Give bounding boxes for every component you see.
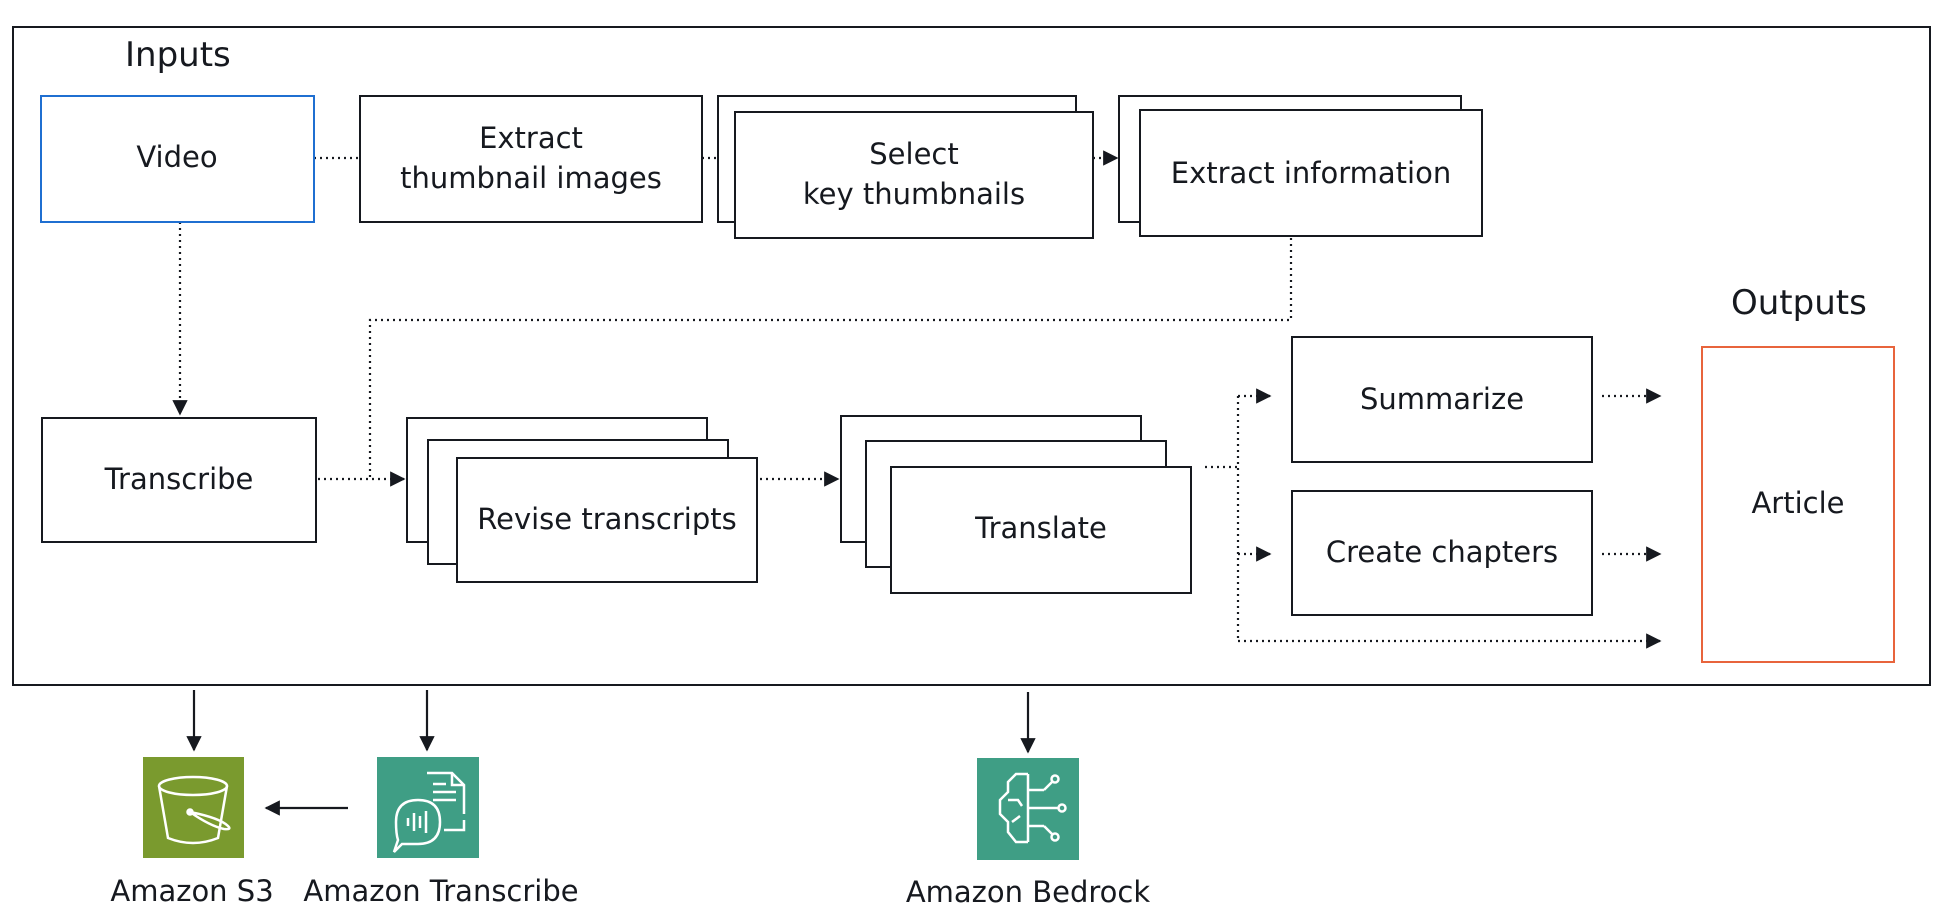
- amazon-s3-service[interactable]: Amazon S3: [110, 757, 274, 908]
- extract-thumbnails-label-line1: Extract: [479, 121, 583, 155]
- select-thumbnails-node[interactable]: Select key thumbnails: [717, 95, 1094, 239]
- s3-label: Amazon S3: [110, 874, 273, 908]
- transcribe-label: Transcribe: [104, 462, 254, 496]
- extract-information-node[interactable]: Extract information: [1118, 95, 1483, 237]
- connectors: [172, 150, 1662, 816]
- outputs-label: Outputs: [1731, 283, 1867, 323]
- transcribe-node[interactable]: Transcribe: [41, 417, 317, 543]
- transcribe-service-label: Amazon Transcribe: [303, 874, 578, 908]
- revise-transcripts-label: Revise transcripts: [477, 502, 736, 536]
- inputs-label: Inputs: [125, 35, 231, 75]
- select-thumbnails-label-line2: key thumbnails: [803, 177, 1025, 211]
- extract-information-label: Extract information: [1171, 156, 1451, 190]
- summarize-label: Summarize: [1360, 382, 1524, 416]
- speech-document-icon: [392, 771, 466, 853]
- create-chapters-label: Create chapters: [1326, 535, 1558, 569]
- brain-circuit-icon: [998, 772, 1067, 844]
- video-node[interactable]: Video: [40, 95, 315, 223]
- amazon-bedrock-service[interactable]: Amazon Bedrock: [906, 758, 1151, 909]
- article-node[interactable]: Article: [1701, 346, 1895, 663]
- revise-transcripts-node[interactable]: Revise transcripts: [406, 417, 758, 583]
- translate-label: Translate: [974, 511, 1107, 545]
- select-thumbnails-label-line1: Select: [869, 137, 958, 171]
- article-label: Article: [1751, 486, 1844, 520]
- translate-node[interactable]: Translate: [840, 415, 1192, 594]
- video-label: Video: [136, 140, 217, 174]
- bucket-icon: [157, 775, 231, 845]
- extract-thumbnails-node[interactable]: Extract thumbnail images: [359, 95, 703, 223]
- s3-icon-background: [143, 757, 244, 858]
- extract-thumbnails-label-line2: thumbnail images: [400, 161, 662, 195]
- connector-extractinfo-revise: [368, 238, 1293, 478]
- summarize-node[interactable]: Summarize: [1291, 336, 1593, 463]
- amazon-transcribe-service[interactable]: Amazon Transcribe: [303, 757, 579, 908]
- workflow-frame: [12, 26, 1931, 686]
- bedrock-label: Amazon Bedrock: [906, 875, 1151, 909]
- create-chapters-node[interactable]: Create chapters: [1291, 490, 1593, 616]
